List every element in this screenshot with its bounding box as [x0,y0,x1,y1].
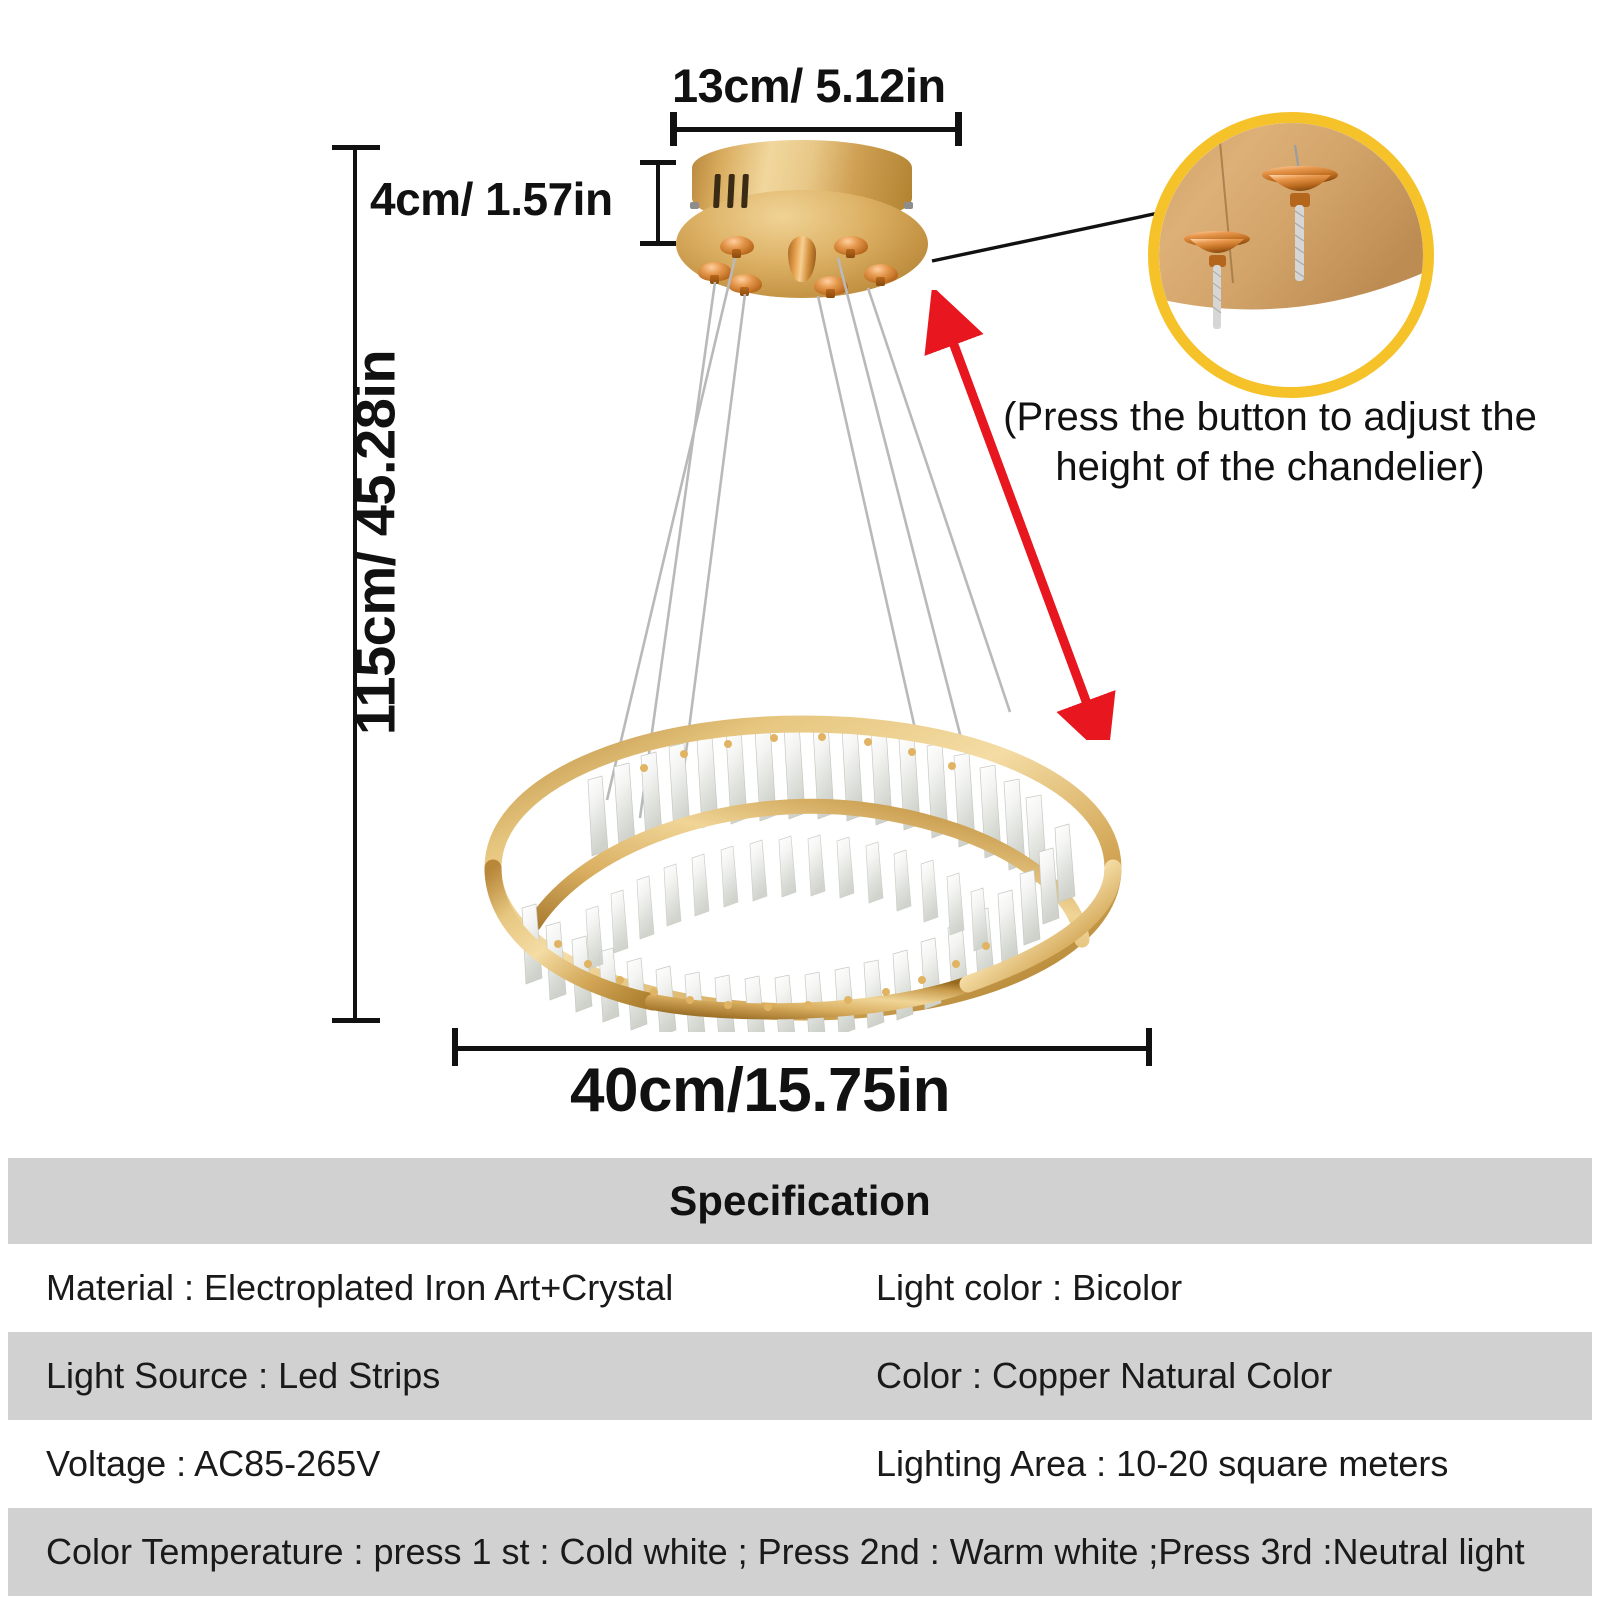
height-adjust-arrow [924,290,1116,740]
canopy-height-bracket [640,160,676,246]
canopy-width-bracket [670,112,962,146]
row-band [8,1508,1592,1596]
specification-header-row: Specification [0,1158,1600,1244]
detail-leader-line [931,209,1169,263]
spec-lighting-area: Lighting Area : 10-20 square meters [876,1443,1449,1484]
spec-row-voltage: Voltage : AC85-265V Lighting Area : 10-2… [0,1420,1600,1508]
cable-grip [834,236,868,258]
specification-title: Specification [669,1177,931,1224]
cable-grip [728,274,762,296]
detail-photo [1159,123,1423,387]
ceiling-canopy [676,140,928,315]
total-height-bracket [332,145,380,1023]
spec-color-temperature: Color Temperature : press 1 st : Cold wh… [46,1531,1525,1572]
header-band [8,1158,1592,1244]
cable-grip [814,276,848,298]
cable-grip [698,262,732,284]
spec-voltage: Voltage : AC85-265V [46,1443,381,1484]
specification-table: Specification Material : Electroplated I… [0,1158,1600,1600]
diameter-dimension-label: 40cm/15.75in [570,1056,951,1125]
height-adjust-note-line2: height of the chandelier) [1055,445,1485,490]
cable-grip [864,264,898,286]
height-adjust-note-line1: (Press the button to adjust the [1003,395,1537,439]
spec-row-material: Material : Electroplated Iron Art+Crysta… [0,1244,1600,1332]
canopy-center-knob [788,236,816,282]
spec-row-color-temperature: Color Temperature : press 1 st : Cold wh… [0,1508,1600,1596]
canopy-screw [690,202,699,209]
cable-grip-detail-inset [1148,112,1434,398]
row-band [8,1332,1592,1420]
spec-row-light-source: Light Source : Led Strips Color : Copper… [0,1332,1600,1420]
spec-material: Material : Electroplated Iron Art+Crysta… [46,1267,674,1308]
height-adjust-note: (Press the button to adjust the height o… [990,392,1550,493]
diameter-bracket [452,1028,1152,1066]
spec-light-color: Light color : Bicolor [876,1267,1183,1308]
cable-grip [720,236,754,258]
spec-light-source: Light Source : Led Strips [46,1355,441,1396]
canopy-height-dimension-label: 4cm/ 1.57in [370,173,613,225]
canopy-vent-slots [712,174,756,208]
chandelier-fixture [484,715,1122,1032]
spec-color: Color : Copper Natural Color [876,1355,1333,1396]
canopy-screw [904,202,913,209]
canopy-width-dimension-label: 13cm/ 5.12in [672,59,946,112]
